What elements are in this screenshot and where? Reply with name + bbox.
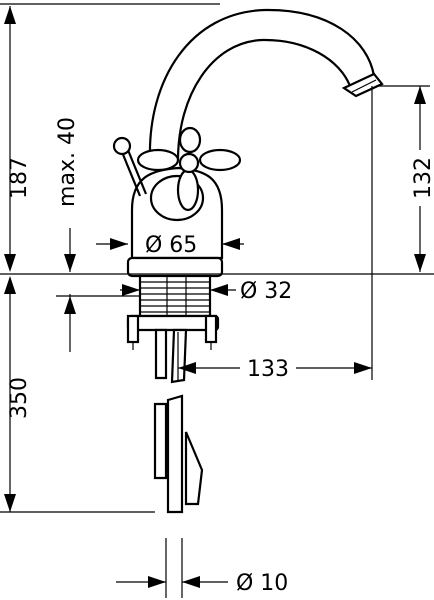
dimension-diameter-thread: Ø 32 xyxy=(240,279,292,304)
dimension-diameter-pipe: Ø 10 xyxy=(236,571,288,596)
dimension-depth: 350 xyxy=(7,377,32,419)
dimension-diameter-base: Ø 65 xyxy=(145,233,197,258)
dimension-height-max: max. 40 xyxy=(55,117,80,207)
dimension-reach: 133 xyxy=(247,357,289,382)
faucet-body xyxy=(112,8,384,278)
dimension-height-spout: 132 xyxy=(411,157,434,199)
cross-handle xyxy=(136,126,242,212)
supply-pipes xyxy=(153,328,204,514)
dimension-height-total: 187 xyxy=(7,157,32,199)
popup-lever xyxy=(112,136,148,197)
dimension-lines xyxy=(0,3,434,598)
threaded-shank xyxy=(126,274,220,350)
